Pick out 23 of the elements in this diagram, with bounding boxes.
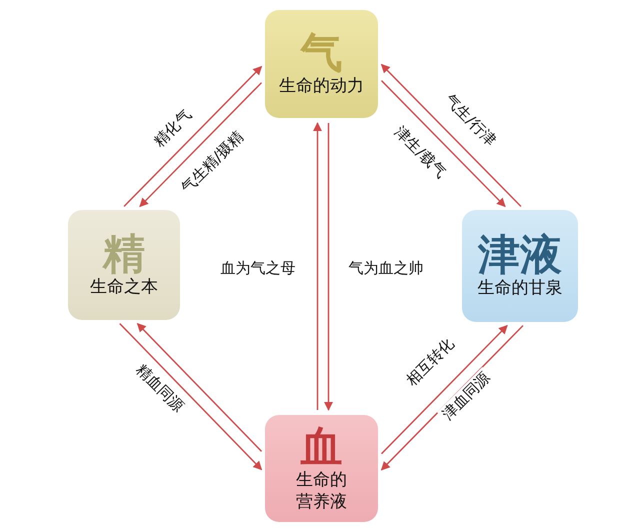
concept-title: 精 xyxy=(103,231,145,278)
concept-description: 生命的动力 xyxy=(279,76,364,98)
concept-title: 津液 xyxy=(478,232,562,278)
concept-box xyxy=(462,210,578,322)
concept-description: 生命的营养液 xyxy=(295,470,348,513)
concept-title: 气 xyxy=(300,30,342,76)
concept-title: 血 xyxy=(300,424,342,470)
concept-box xyxy=(265,415,378,522)
arrow xyxy=(119,323,262,470)
arrow xyxy=(313,122,322,410)
arrow xyxy=(381,324,508,454)
arrow xyxy=(324,123,333,411)
arrow xyxy=(380,64,522,207)
edge-label: 血为气之母 xyxy=(218,259,298,277)
arrow xyxy=(136,322,262,452)
arrow xyxy=(139,82,262,208)
edge-label: 气为血之帅 xyxy=(346,259,426,277)
concept-description: 生命之本 xyxy=(90,277,158,299)
concept-description: 生命的甘泉 xyxy=(478,278,562,300)
concept-box xyxy=(265,10,378,118)
arrow xyxy=(124,66,262,207)
concept-box xyxy=(68,210,180,320)
arrow xyxy=(381,80,506,208)
